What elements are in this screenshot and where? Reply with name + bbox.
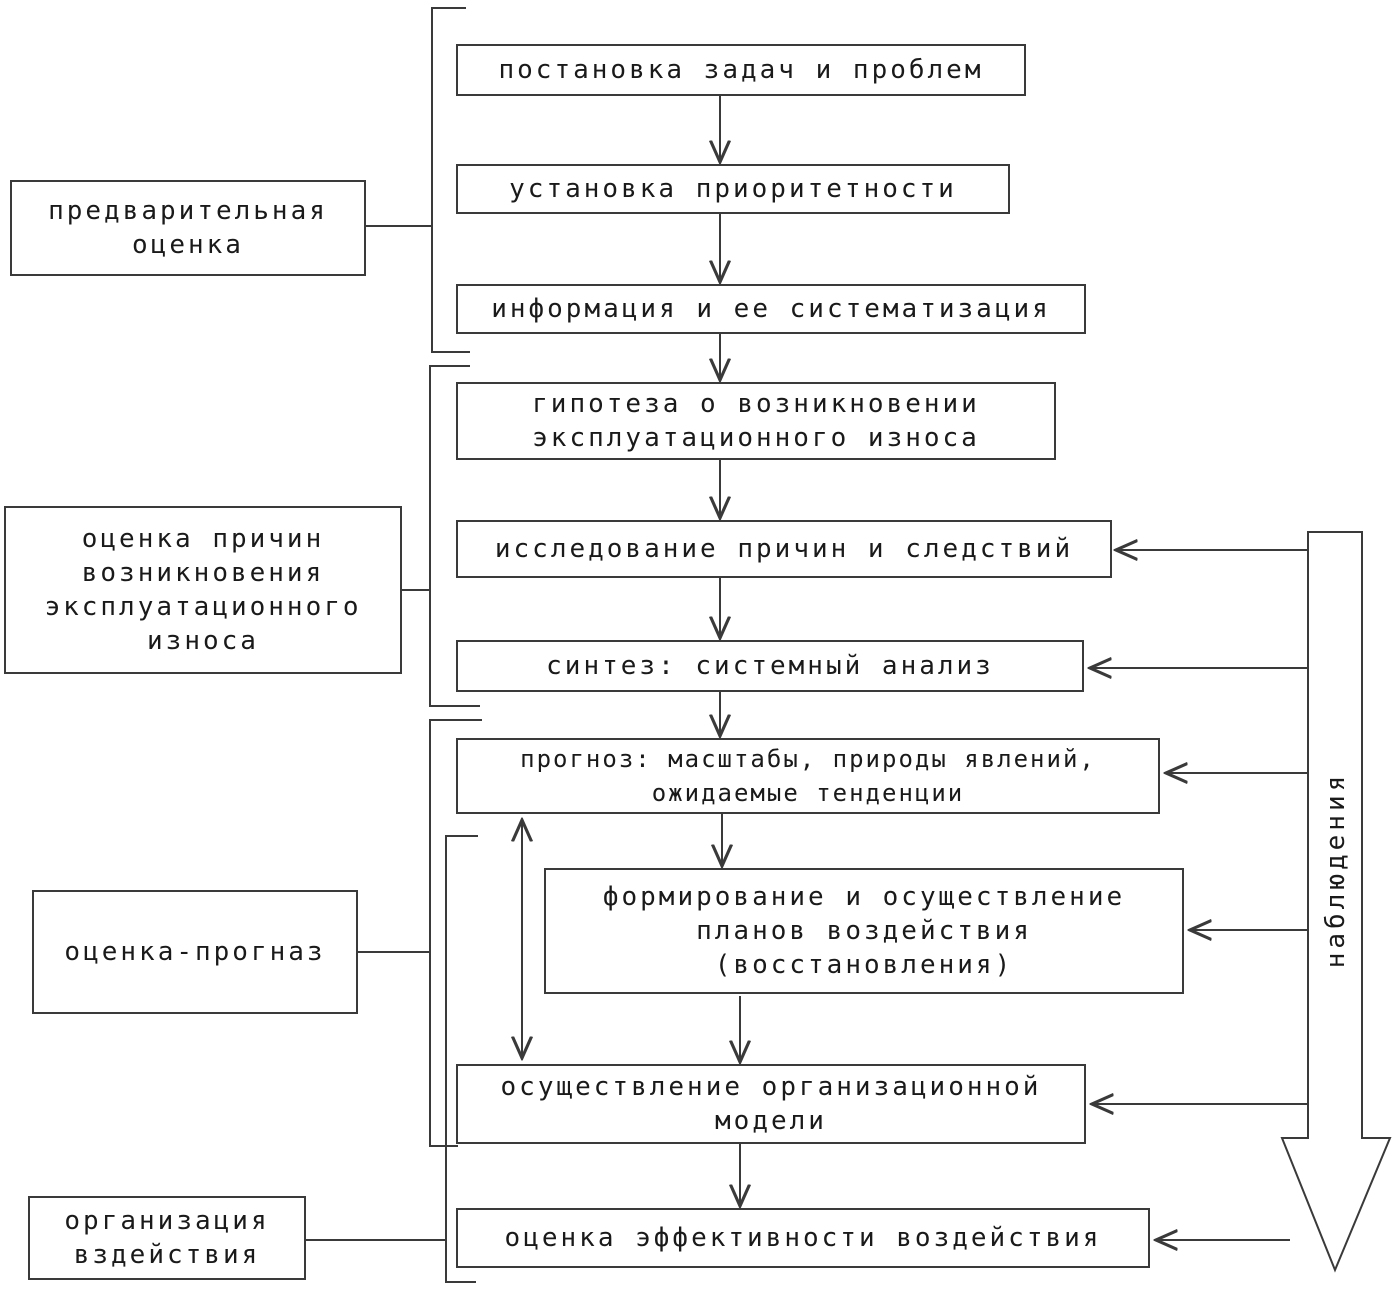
stage-text: оценка причин [81,524,325,554]
stage-text: возникновения [81,558,325,588]
step-text: прогноз: масштабы, природы явлений, [520,745,1096,773]
stage-text: вздействия [73,1240,261,1270]
step-text: оценка эффективности воздействия [504,1223,1102,1253]
stage-text: организация [64,1206,270,1236]
step-text: синтез: системный анализ [546,651,994,681]
step-text: ожидаемые тенденции [651,779,965,807]
stage-bracket [429,365,480,707]
stage-bracket [429,719,482,1147]
step-text: эксплуатационного износа [532,423,980,453]
step-box: исследование причин и следствий [456,520,1112,578]
stage-text: оценка-прогназ [64,937,326,967]
step-box: установка приоритетности [456,164,1010,214]
step-box: оценка эффективности воздействия [456,1208,1150,1268]
observation-label: наблюдения [1321,771,1351,969]
step-box: информация и ее систематизация [456,284,1086,334]
step-text: модели [715,1106,827,1136]
stage-bracket [445,835,478,1283]
step-text: планов воздействия [696,916,1032,946]
step-box: синтез: системный анализ [456,640,1084,692]
stage-box: оценка-прогназ [32,890,358,1014]
stage-text: оценка [132,230,244,260]
step-box: гипотеза о возникновении эксплуатационно… [456,382,1056,460]
step-text: гипотеза о возникновении [532,389,980,419]
observation-arrow [1280,531,1392,1273]
stage-text: эксплуатационного [44,592,362,622]
stage-text: износа [147,626,259,656]
step-text: установка приоритетности [509,174,957,204]
stage-bracket [431,7,470,353]
step-box: постановка задач и проблем [456,44,1026,96]
stage-box: организация вздействия [28,1196,306,1280]
step-box: прогноз: масштабы, природы явлений, ожид… [456,738,1160,814]
step-text: информация и ее систематизация [491,294,1051,324]
step-box: осуществление организационной модели [456,1064,1086,1144]
stage-box: оценка причин возникновения эксплуатацио… [4,506,402,674]
stage-text: предварительная [48,196,328,226]
step-box: формирование и осуществление планов возд… [544,868,1184,994]
step-text: исследование причин и следствий [494,534,1074,564]
stage-box: предварительная оценка [10,180,366,276]
step-text: формирование и осуществление [602,882,1126,912]
step-text: постановка задач и проблем [498,55,984,85]
step-text: осуществление организационной [500,1072,1042,1102]
step-text: (восстановления) [714,950,1014,980]
